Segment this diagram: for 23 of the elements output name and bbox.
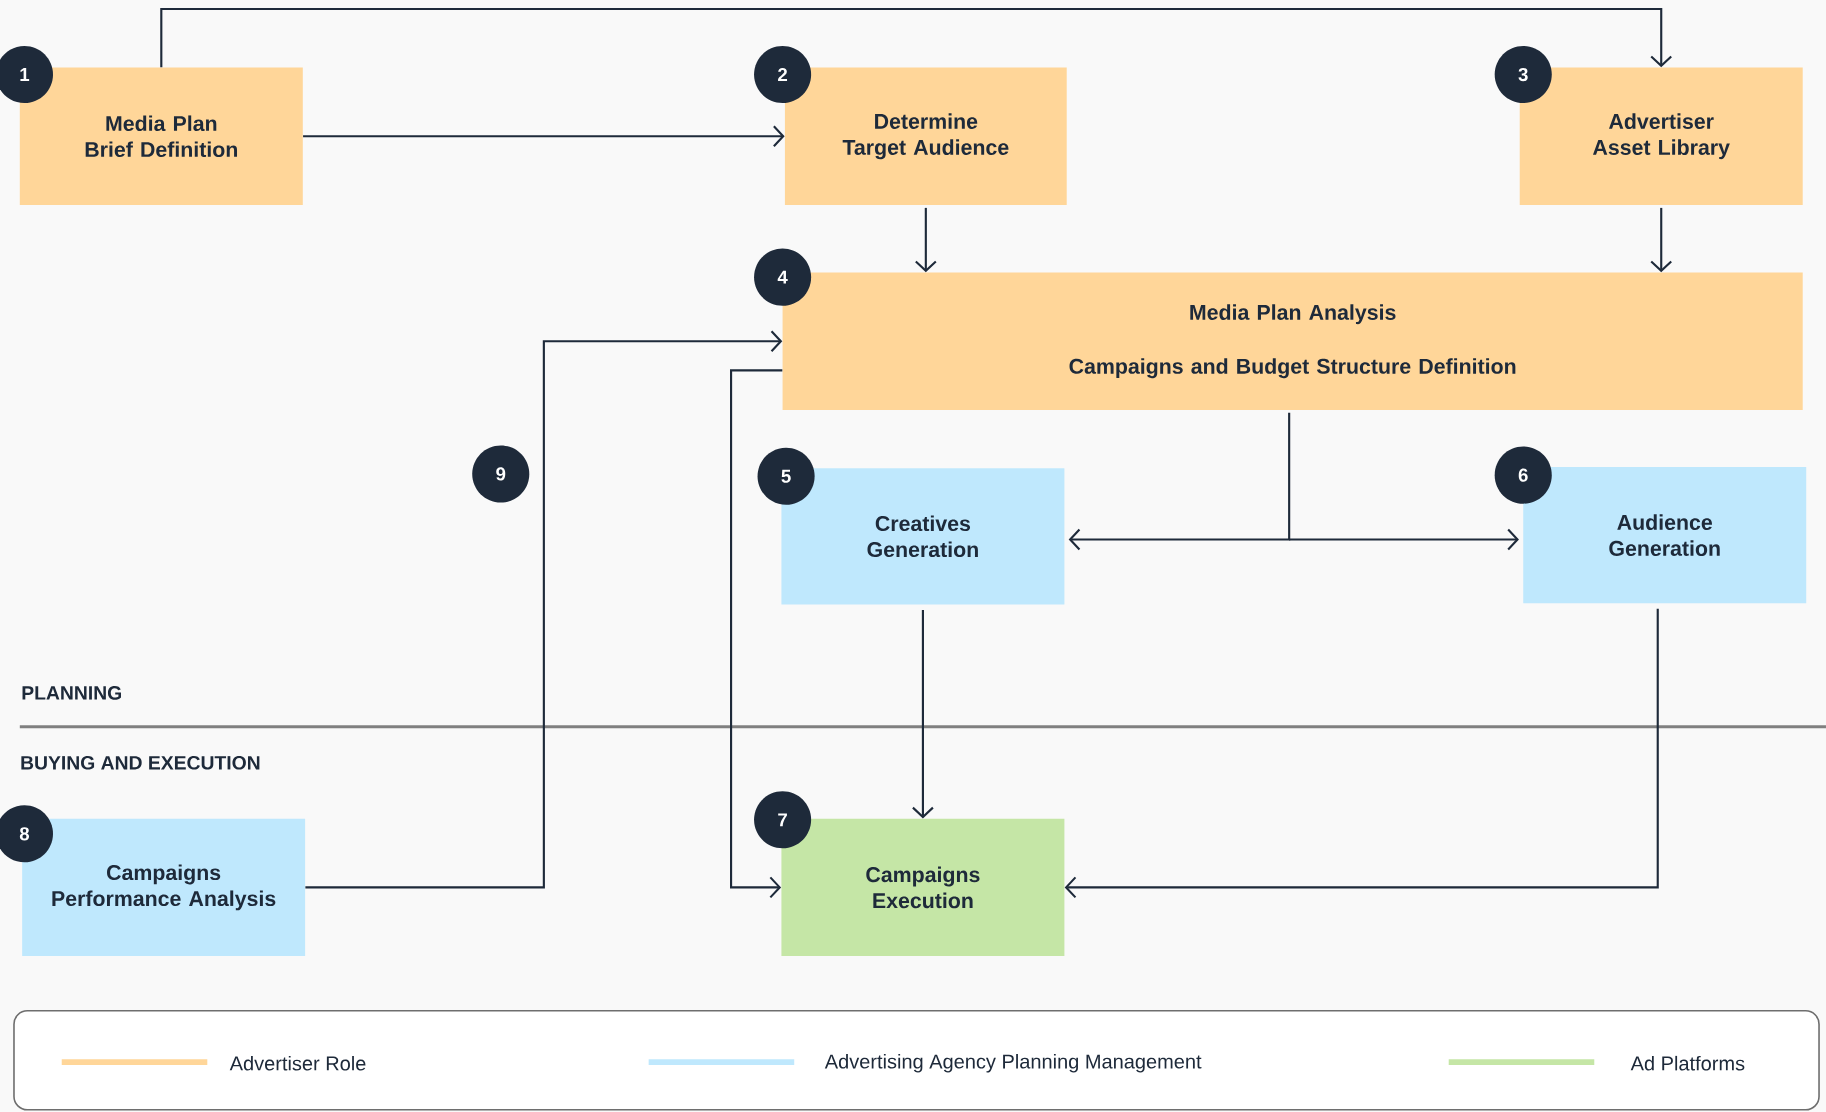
arrow <box>160 8 1672 68</box>
number-badge: 7 <box>754 791 812 849</box>
number-badge: 2 <box>754 46 812 104</box>
arrow <box>912 610 934 819</box>
arrow <box>1068 412 1519 551</box>
arrow <box>303 125 785 147</box>
section-label: PLANNING <box>22 686 121 700</box>
number-badge: 3 <box>1494 46 1552 104</box>
legend-label: Ad Platforms <box>1630 1055 1745 1071</box>
legend-label: Advertising Agency Planning Management <box>824 1053 1202 1073</box>
number-badge: 6 <box>1494 446 1552 504</box>
arrow <box>1064 608 1659 899</box>
number-badge: 5 <box>757 447 815 505</box>
arrow <box>730 369 783 899</box>
arrow <box>915 207 937 273</box>
number-badge: 9 <box>472 445 530 503</box>
arrow <box>305 330 783 889</box>
number-badge: 8 <box>0 805 53 863</box>
arrow <box>1650 207 1672 273</box>
number-badge: 1 <box>0 46 53 104</box>
legend-label: Advertiser Role <box>229 1055 366 1071</box>
number-badge: 4 <box>754 248 812 306</box>
section-label: BUYING AND EXECUTION <box>21 755 260 770</box>
